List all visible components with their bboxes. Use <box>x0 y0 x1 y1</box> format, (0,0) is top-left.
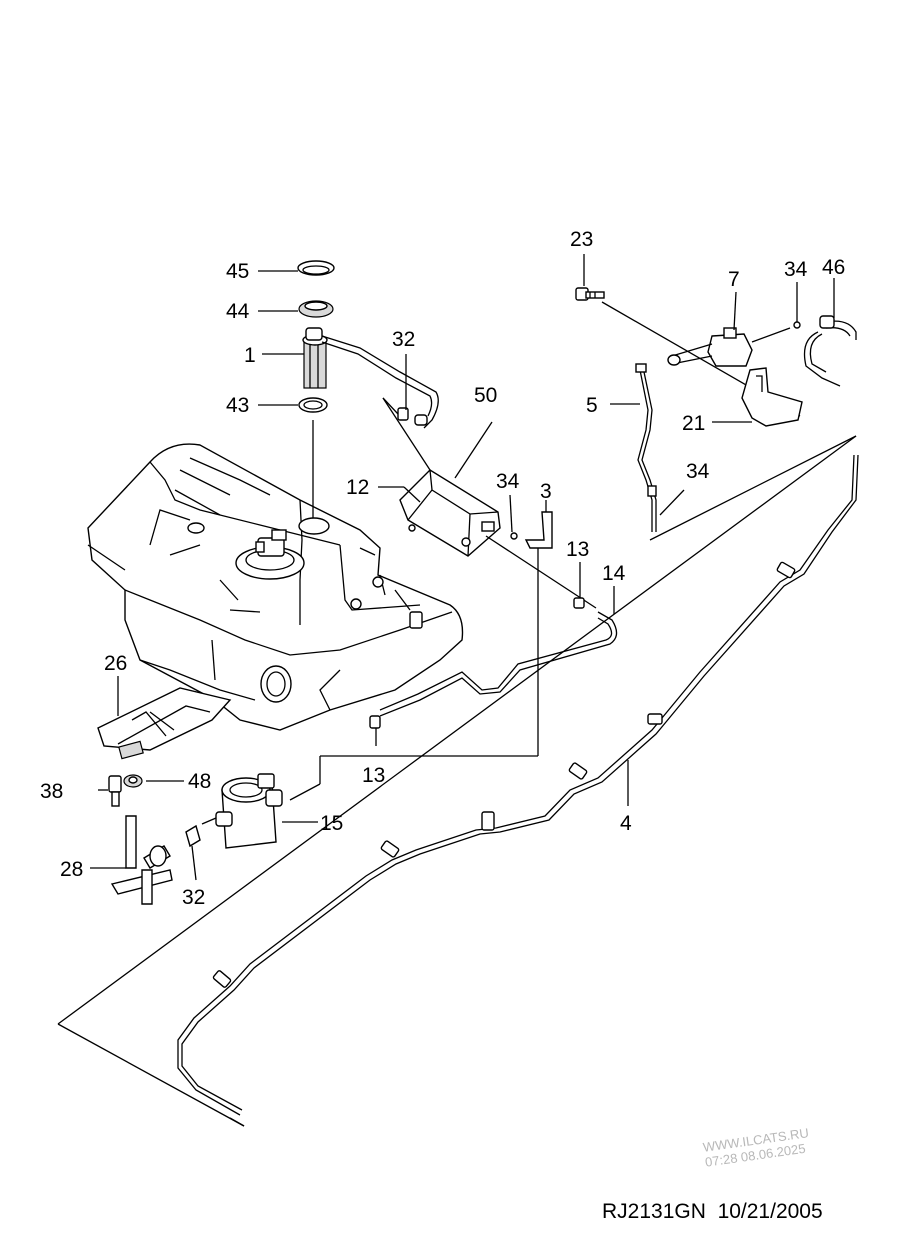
callout-7[interactable]: 7 <box>728 268 740 291</box>
callout-45[interactable]: 45 <box>226 260 249 283</box>
callout-32-upper[interactable]: 32 <box>392 328 415 351</box>
bracket-3[interactable] <box>524 511 553 549</box>
bolt-23[interactable] <box>575 287 605 301</box>
bolt-38[interactable] <box>108 775 122 807</box>
grommet-48[interactable] <box>123 774 143 788</box>
callout-14[interactable]: 14 <box>602 562 626 585</box>
gasket-43[interactable] <box>298 397 328 413</box>
drawing-code: RJ2131GN <box>602 1200 706 1223</box>
clamp-32-lower[interactable] <box>149 824 201 867</box>
callout-34-canister[interactable]: 34 <box>496 470 520 493</box>
clamp-32-upper[interactable] <box>397 407 428 426</box>
callout-50[interactable]: 50 <box>474 384 497 407</box>
seal-ring-44[interactable] <box>298 300 334 318</box>
fuel-pump-module-1[interactable] <box>302 327 439 429</box>
callout-46[interactable]: 46 <box>822 256 845 279</box>
callout-44[interactable]: 44 <box>226 300 250 323</box>
lock-ring-45[interactable] <box>297 260 335 276</box>
callout-34-lower[interactable]: 34 <box>686 460 710 483</box>
clip-34-upper[interactable] <box>793 321 801 329</box>
clip-13-lower[interactable] <box>369 715 381 729</box>
fuel-tank[interactable] <box>87 443 464 731</box>
callout-13-lower[interactable]: 13 <box>362 764 385 787</box>
callout-34-upper[interactable]: 34 <box>784 258 808 281</box>
callout-28[interactable]: 28 <box>60 858 83 881</box>
callout-21[interactable]: 21 <box>682 412 705 435</box>
callout-4[interactable]: 4 <box>620 812 632 835</box>
drawing-date: 10/21/2005 <box>717 1200 823 1223</box>
purge-valve-7[interactable] <box>667 327 791 367</box>
fuel-filter-15[interactable] <box>201 773 283 849</box>
bracket-21[interactable] <box>741 367 803 427</box>
clip-13-upper[interactable] <box>573 597 585 609</box>
vent-line-5[interactable] <box>635 363 657 532</box>
callout-13-upper[interactable]: 13 <box>566 538 589 561</box>
callout-labels: 45 44 1 43 32 50 12 34 3 13 14 23 7 34 4… <box>40 228 845 909</box>
callout-26[interactable]: 26 <box>104 652 127 675</box>
callout-15[interactable]: 15 <box>320 812 343 835</box>
charcoal-canister-12[interactable] <box>399 469 501 557</box>
callout-32-lower[interactable]: 32 <box>182 886 205 909</box>
callout-1[interactable]: 1 <box>244 344 256 367</box>
callout-3[interactable]: 3 <box>540 480 552 503</box>
callout-23[interactable]: 23 <box>570 228 593 251</box>
clip-34-canister[interactable] <box>510 532 518 540</box>
callout-43[interactable]: 43 <box>226 394 249 417</box>
fuel-line-14[interactable] <box>379 611 618 717</box>
fuel-line-4[interactable] <box>177 454 859 1116</box>
heat-shield-26[interactable] <box>97 687 232 760</box>
drawing-footer: RJ2131GN 10/21/2005 <box>602 1200 823 1224</box>
leader-lines <box>90 254 835 881</box>
callout-5[interactable]: 5 <box>586 394 598 417</box>
callout-38[interactable]: 38 <box>40 780 63 803</box>
callout-12[interactable]: 12 <box>346 476 369 499</box>
hose-46[interactable] <box>803 315 857 387</box>
callout-48[interactable]: 48 <box>188 770 211 793</box>
